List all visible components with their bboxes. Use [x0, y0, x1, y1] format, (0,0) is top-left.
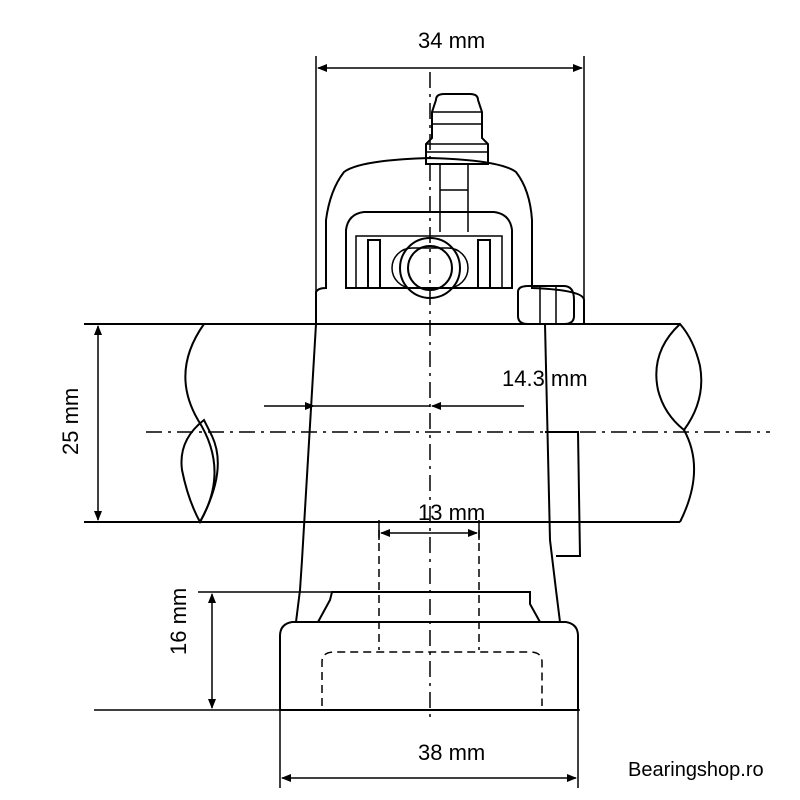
bolt-recess: [321, 651, 543, 706]
dim-label-base-width: 38 mm: [418, 740, 485, 765]
bearing-housing: [315, 156, 585, 325]
dim-center-offset: 14.3 mm: [264, 366, 588, 410]
watermark-text: Bearingshop.ro: [628, 759, 764, 781]
dim-base-height: 16 mm: [94, 588, 580, 711]
shaft: [84, 322, 770, 525]
dim-base-width: 38 mm: [279, 710, 579, 788]
dim-label-base-height: 16 mm: [166, 588, 191, 655]
dim-label-center-offset: 14.3 mm: [502, 366, 588, 391]
dim-top-width: 34 mm: [315, 28, 585, 324]
dim-label-bolt-spacing: 13 mm: [418, 500, 485, 525]
dim-shaft-height: 25 mm: [58, 325, 102, 521]
pedestal-body: [279, 323, 582, 711]
grease-nipple: [425, 93, 489, 232]
dim-label-shaft-height: 25 mm: [58, 388, 83, 455]
dim-label-top-width: 34 mm: [418, 28, 485, 53]
dim-bolt-spacing: 13 mm: [378, 500, 485, 540]
pedestal-base: [279, 621, 579, 711]
